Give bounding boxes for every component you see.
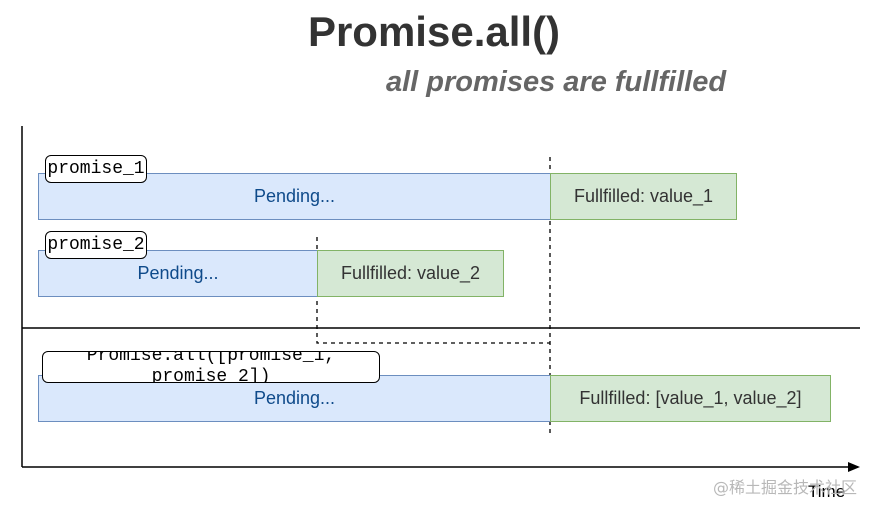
promise-1-pending-label: Pending... [253, 186, 336, 206]
diagram-title: Promise.all() [307, 8, 561, 55]
promise-2-fulfilled-label: Fullfilled: value_2 [340, 263, 481, 283]
promise-2-name-label: promise_2 [45, 231, 147, 259]
promise-all-fulfilled-label: Fullfilled: [value_1, value_2] [579, 388, 802, 408]
promise-all-fulfilled-bar: Fullfilled: [value_1, value_2] [550, 375, 831, 422]
promise-1-pending-bar: Pending... [38, 173, 551, 220]
promise-1-fulfilled-label: Fullfilled: value_1 [573, 186, 714, 206]
promise-2-pending-label: Pending... [137, 263, 219, 283]
promise-1-name-label: promise_1 [45, 155, 147, 183]
promise-2-fulfilled-bar: Fullfilled: value_2 [317, 250, 504, 297]
diagram-subtitle: all promises are fullfilled [386, 66, 727, 98]
promise-1-fulfilled-bar: Fullfilled: value_1 [550, 173, 737, 220]
promise-all-pending-label: Pending... [253, 388, 336, 408]
watermark: @稀土掘金技术社区 [713, 478, 858, 497]
time-axis-label: Time [808, 482, 846, 501]
promise-all-name-label: Promise.all([promise_1, promise_2]) [42, 351, 380, 383]
